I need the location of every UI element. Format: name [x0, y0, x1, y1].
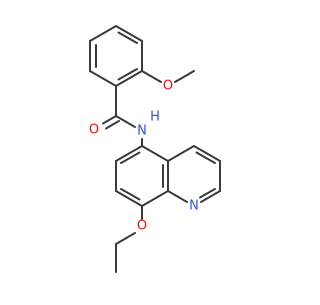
bond — [115, 190, 143, 207]
bond — [195, 151, 216, 164]
bond — [89, 70, 117, 87]
bond — [115, 145, 143, 162]
atom-label-oxygen-carbonyl: O — [89, 123, 99, 138]
bond — [102, 115, 117, 125]
bond — [115, 70, 143, 87]
bond — [174, 70, 195, 83]
bond — [141, 190, 169, 207]
bond — [200, 190, 221, 203]
bond — [120, 188, 141, 201]
atom-label-layer: O O N H N O — [89, 79, 199, 234]
bond — [89, 25, 117, 42]
atom-label-nitrogen-quinoline: N — [189, 199, 199, 214]
atom-label-oxygen-methoxy: O — [163, 79, 173, 94]
bond — [167, 190, 188, 203]
atom-label-oxygen-ethoxy: O — [137, 219, 147, 234]
bond — [193, 145, 221, 162]
atom-label-nitrogen-amide: N — [137, 124, 147, 139]
molecule-structure: O O N H N O — [89, 25, 221, 273]
molecule-canvas: O O N H N O — [89, 25, 221, 273]
bond — [105, 120, 120, 130]
bond — [167, 145, 195, 162]
bond — [141, 145, 169, 162]
atom-label-hydrogen-amide: H — [150, 110, 160, 125]
bond — [117, 31, 138, 44]
bond — [115, 25, 143, 42]
bond — [199, 188, 216, 199]
bond — [115, 115, 136, 128]
bond-layer — [89, 25, 221, 273]
bond — [120, 151, 141, 164]
bond — [141, 70, 162, 83]
bond — [117, 68, 138, 81]
bond — [115, 232, 136, 245]
